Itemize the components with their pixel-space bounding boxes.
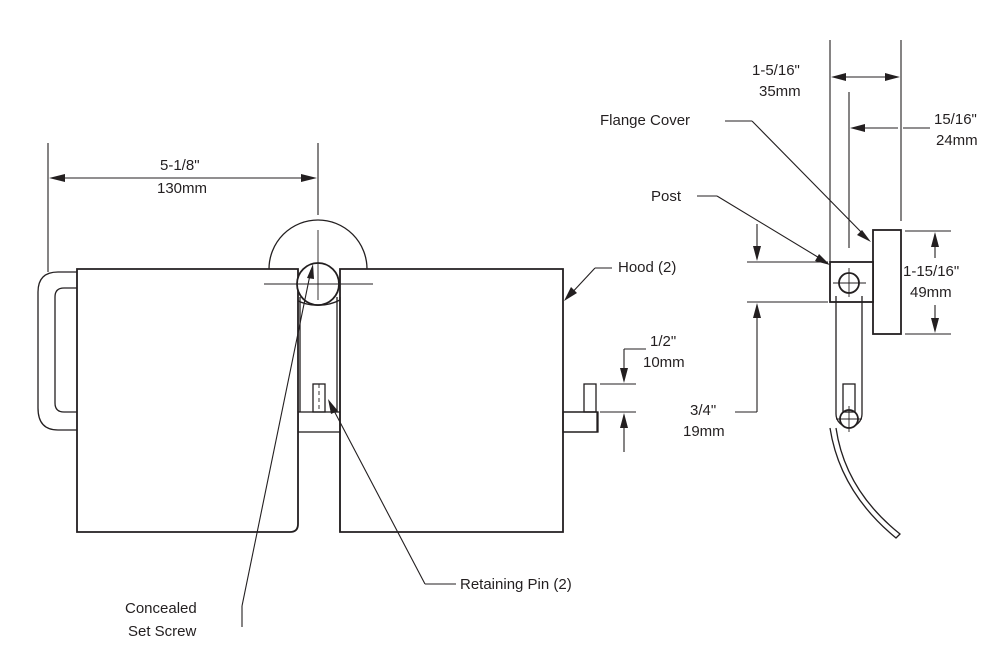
axle-end bbox=[562, 411, 599, 433]
height-dim-imperial: 1-15/16" bbox=[903, 263, 959, 280]
hood-label: Hood (2) bbox=[618, 259, 676, 276]
flange-dim-metric: 24mm bbox=[936, 132, 978, 149]
side-view: 1-5/16" 35mm 15/16" 24mm Flange Cover bbox=[600, 40, 978, 539]
flange-cover-leader bbox=[751, 120, 868, 239]
arrowhead bbox=[885, 73, 900, 81]
arrowhead bbox=[815, 254, 830, 265]
post-leader bbox=[716, 195, 827, 263]
set-screw-label-line1: Concealed bbox=[125, 600, 197, 617]
arrowhead bbox=[831, 73, 846, 81]
retaining-pin-label: Retaining Pin (2) bbox=[460, 576, 572, 593]
arrowhead bbox=[850, 124, 865, 132]
arrowhead bbox=[931, 232, 939, 247]
loop-handle-inner bbox=[54, 287, 77, 413]
hood-left bbox=[76, 268, 299, 533]
arrowhead bbox=[328, 399, 338, 414]
arrowhead bbox=[620, 368, 628, 383]
retaining-pin-right bbox=[583, 383, 597, 413]
arrowhead bbox=[307, 264, 314, 279]
arrowhead bbox=[753, 246, 761, 261]
front-view: 5-1/8" 130mm Hood (2) 1/2" 10mm Retainin… bbox=[37, 143, 685, 640]
width-dim-imperial: 5-1/8" bbox=[160, 157, 200, 174]
loop-handle bbox=[37, 271, 77, 431]
flange-cover bbox=[872, 229, 902, 335]
hood-side-profile bbox=[829, 427, 901, 539]
arrowhead bbox=[753, 303, 761, 318]
flange-cover-label: Flange Cover bbox=[600, 112, 690, 129]
depth-dim-imperial: 1-5/16" bbox=[752, 62, 800, 79]
retaining-pin-leader bbox=[330, 404, 426, 585]
offset-dim-imperial: 3/4" bbox=[690, 402, 716, 419]
pin-dim-imperial: 1/2" bbox=[650, 333, 676, 350]
arrowhead bbox=[301, 174, 317, 182]
width-dim-metric: 130mm bbox=[157, 180, 207, 197]
offset-dim-metric: 19mm bbox=[683, 423, 725, 440]
post-label: Post bbox=[651, 188, 682, 205]
arrowhead bbox=[620, 413, 628, 428]
arrowhead bbox=[931, 318, 939, 333]
arrowhead bbox=[564, 287, 577, 301]
height-dim-metric: 49mm bbox=[910, 284, 952, 301]
flange-disc bbox=[268, 219, 368, 270]
flange-dim-imperial: 15/16" bbox=[934, 111, 977, 128]
set-screw-leader bbox=[241, 269, 312, 607]
arrowhead bbox=[857, 230, 871, 242]
set-screw-label-line2: Set Screw bbox=[128, 623, 197, 640]
pin-dim-metric: 10mm bbox=[643, 354, 685, 371]
arrowhead bbox=[49, 174, 65, 182]
hood-right bbox=[339, 268, 564, 533]
depth-dim-metric: 35mm bbox=[759, 83, 801, 100]
